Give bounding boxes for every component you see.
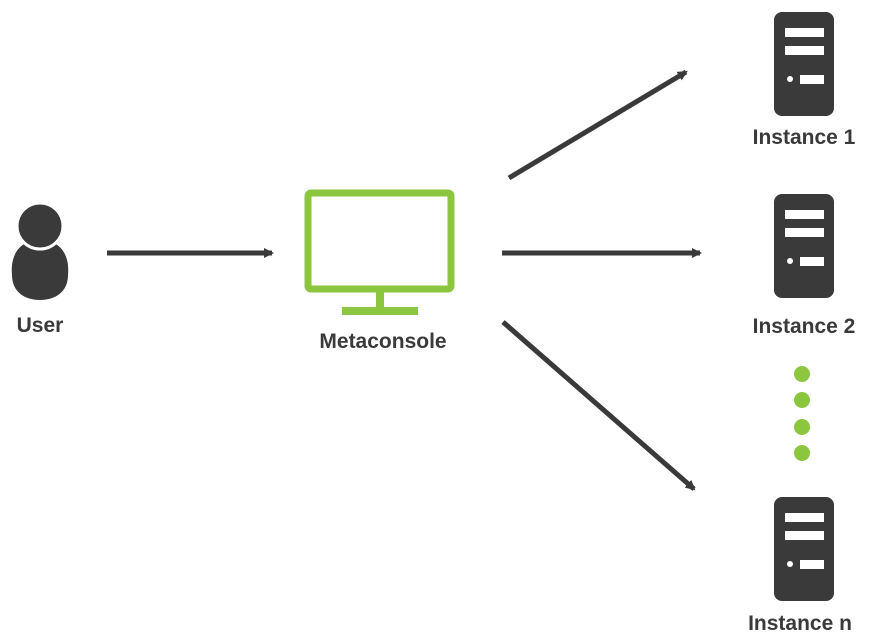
arrow-console-to-instance-1 bbox=[507, 69, 688, 181]
metaconsole-label: Metaconsole bbox=[319, 330, 447, 353]
instance-n-label: Instance n bbox=[748, 612, 852, 635]
ellipsis-dots bbox=[794, 366, 810, 461]
user-label: User bbox=[16, 314, 64, 337]
arrow-console-to-instance-n bbox=[501, 320, 696, 491]
user-icon bbox=[11, 201, 69, 300]
instance-2-label: Instance 2 bbox=[752, 315, 856, 338]
ellipsis-dot bbox=[794, 366, 810, 382]
ellipsis-dot bbox=[794, 419, 810, 435]
server-icon bbox=[774, 12, 834, 116]
ellipsis-dot bbox=[794, 392, 810, 408]
instance-1-label: Instance 1 bbox=[752, 126, 856, 149]
ellipsis-dot bbox=[794, 445, 810, 461]
monitor-icon bbox=[304, 189, 455, 315]
server-icon bbox=[774, 497, 834, 601]
server-icon bbox=[774, 194, 834, 298]
